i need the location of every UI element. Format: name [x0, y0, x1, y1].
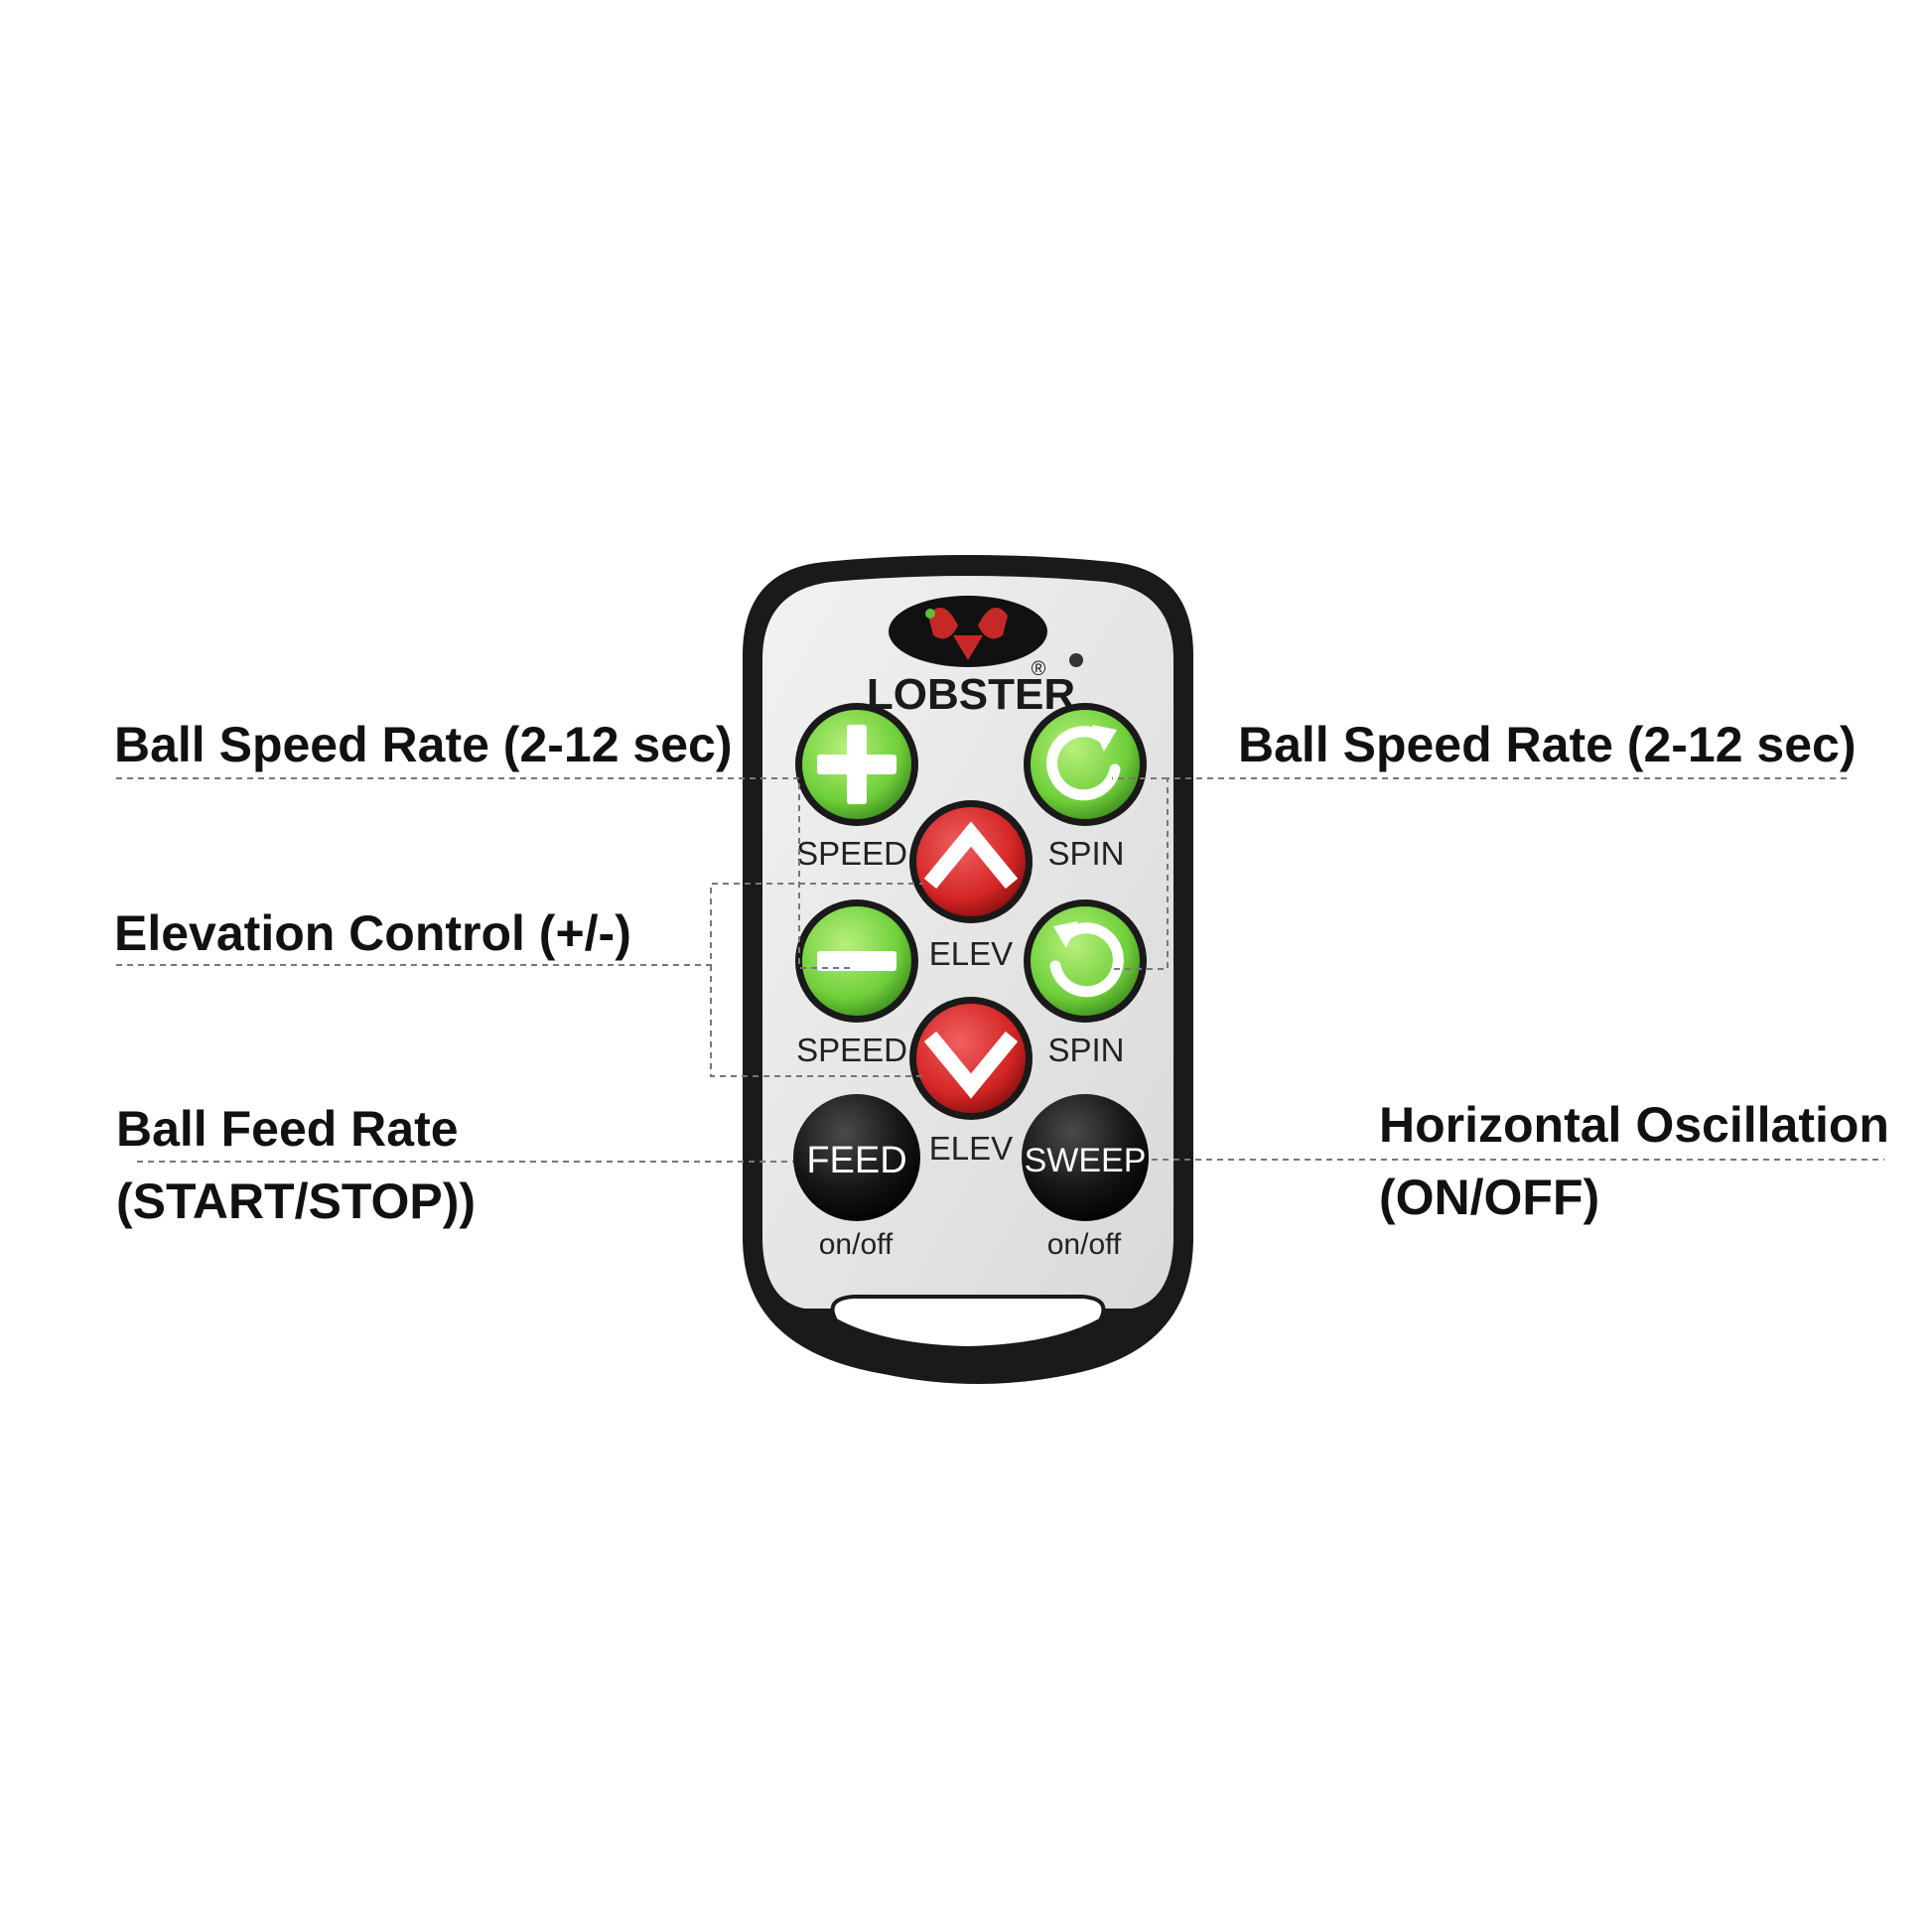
sweep-sub-label: on/off — [1047, 1228, 1122, 1261]
spin-up-button[interactable] — [1024, 703, 1147, 826]
callout-feed-line2: (START/STOP)) — [116, 1173, 477, 1229]
feed-button[interactable]: FEED — [793, 1094, 920, 1221]
lobster-logo-icon — [889, 596, 1083, 667]
elev-down-button[interactable] — [909, 997, 1033, 1120]
sweep-button-label: SWEEP — [1025, 1142, 1147, 1179]
speed-down-label: SPEED — [796, 1032, 907, 1068]
leader-speed-left — [116, 777, 854, 969]
callout-oscillation-line1: Horizontal Oscillation — [1379, 1097, 1889, 1153]
callout-oscillation-line2: (ON/OFF) — [1379, 1170, 1600, 1225]
registered-mark: ® — [1032, 658, 1046, 680]
minus-icon — [817, 951, 897, 971]
callout-speed-right: Ball Speed Rate (2-12 sec) — [1238, 717, 1857, 772]
callout-elevation: Elevation Control (+/-) — [114, 905, 631, 961]
chevron-up-icon — [923, 821, 1019, 890]
elev-label-upper: ELEV — [929, 935, 1013, 972]
brand-logo-text: LOBSTER — [867, 670, 1075, 719]
spin-down-label: SPIN — [1047, 1032, 1124, 1068]
leader-lines — [116, 777, 1884, 1163]
leader-elevation — [116, 883, 923, 1077]
spin-down-button[interactable] — [1024, 899, 1147, 1023]
sweep-button[interactable]: SWEEP — [1022, 1094, 1149, 1221]
feed-sub-label: on/off — [819, 1228, 894, 1261]
plus-icon — [817, 725, 897, 804]
rotate-clockwise-icon — [1046, 725, 1121, 801]
speed-up-label: SPEED — [796, 835, 907, 872]
spin-up-label: SPIN — [1047, 835, 1124, 872]
elev-up-button[interactable] — [909, 800, 1033, 923]
feed-button-label: FEED — [806, 1140, 906, 1181]
elev-label-lower: ELEV — [929, 1130, 1013, 1167]
speed-up-button[interactable] — [795, 703, 918, 826]
callout-speed-left: Ball Speed Rate (2-12 sec) — [114, 717, 733, 772]
leader-speed-right — [1112, 777, 1847, 970]
speed-down-button[interactable] — [795, 899, 918, 1023]
callout-feed-line1: Ball Feed Rate — [116, 1101, 459, 1157]
chevron-down-icon — [923, 1031, 1019, 1099]
keyring-hole — [830, 1295, 1106, 1351]
